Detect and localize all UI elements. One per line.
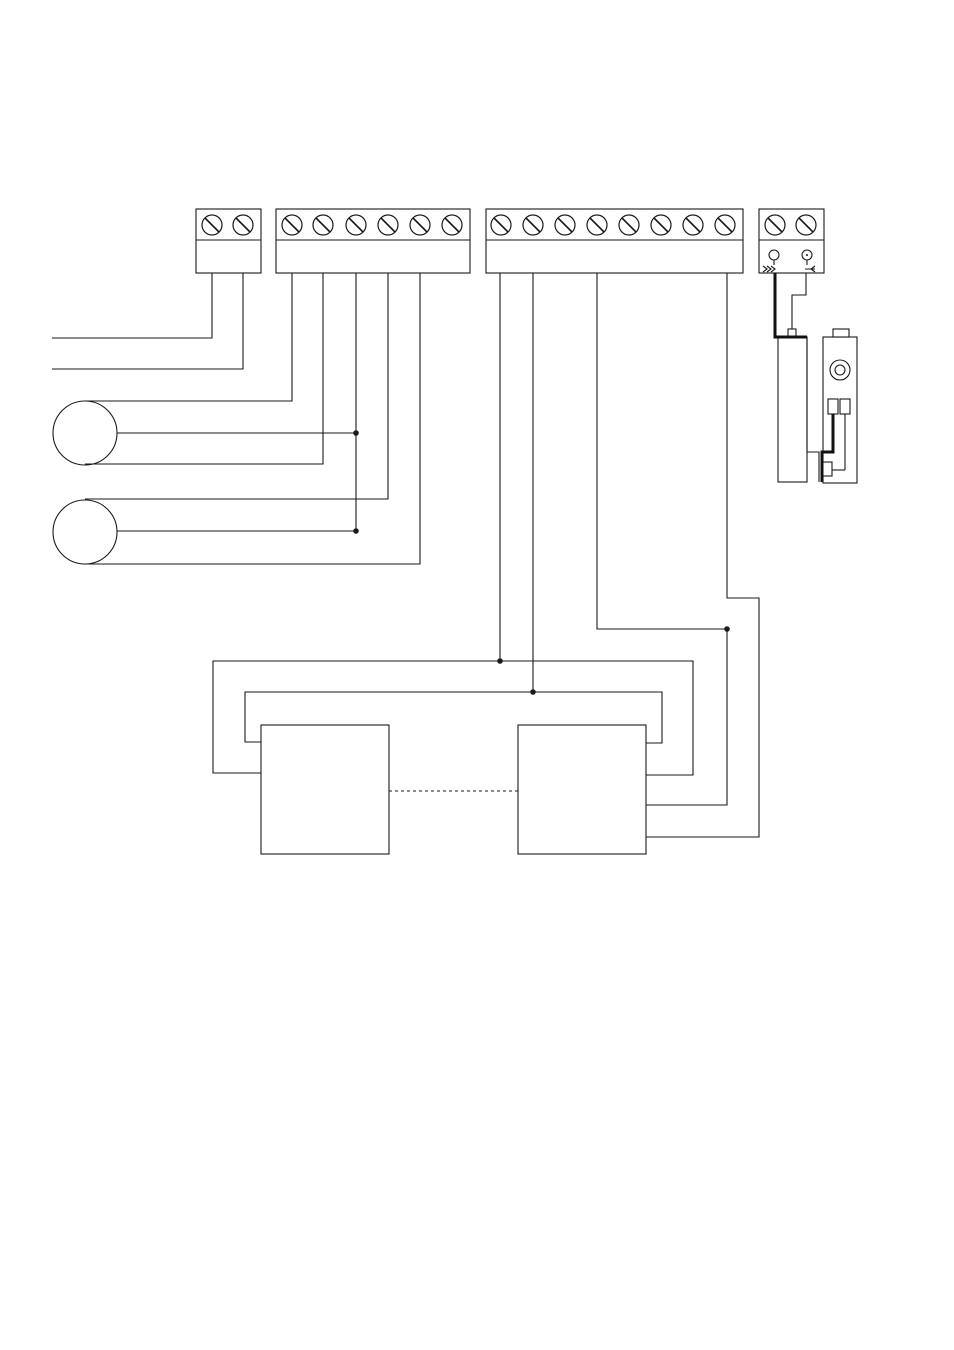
screw-terminal-icon — [233, 215, 253, 235]
screw-terminal-icon — [378, 215, 398, 235]
screw-terminal-icon — [523, 215, 543, 235]
module-left — [261, 725, 389, 854]
screw-terminal-icon — [442, 215, 462, 235]
screw-terminal-icon — [491, 215, 511, 235]
junction-dot — [530, 689, 536, 695]
junction-dot — [497, 658, 503, 664]
terminal-block-2 — [276, 209, 470, 273]
screw-terminal-icon — [683, 215, 703, 235]
screw-terminal-icon — [619, 215, 639, 235]
side-sensor-assembly — [775, 273, 857, 483]
wire-group-block-2 — [85, 273, 420, 564]
junction-dot — [353, 430, 359, 436]
terminal-block-4 — [759, 209, 824, 273]
screw-terminal-icon — [715, 215, 735, 235]
screw-terminal-icon — [555, 215, 575, 235]
terminal-block-3 — [486, 209, 743, 273]
screw-terminal-icon — [346, 215, 366, 235]
screw-terminal-icon — [796, 215, 816, 235]
round-device-1 — [53, 401, 117, 465]
screw-terminal-icon — [202, 215, 222, 235]
terminal-block-1 — [196, 209, 261, 273]
screw-terminal-icon — [765, 215, 785, 235]
screw-terminal-icon — [587, 215, 607, 235]
screw-terminal-icon — [410, 215, 430, 235]
screw-terminal-icon — [651, 215, 671, 235]
wire-group-block-1 — [52, 273, 243, 369]
junction-dot — [353, 528, 359, 534]
screw-terminal-icon — [282, 215, 302, 235]
junction-dot — [724, 626, 730, 632]
round-device-2 — [53, 500, 117, 564]
module-right — [518, 725, 646, 854]
screw-terminal-icon — [313, 215, 333, 235]
